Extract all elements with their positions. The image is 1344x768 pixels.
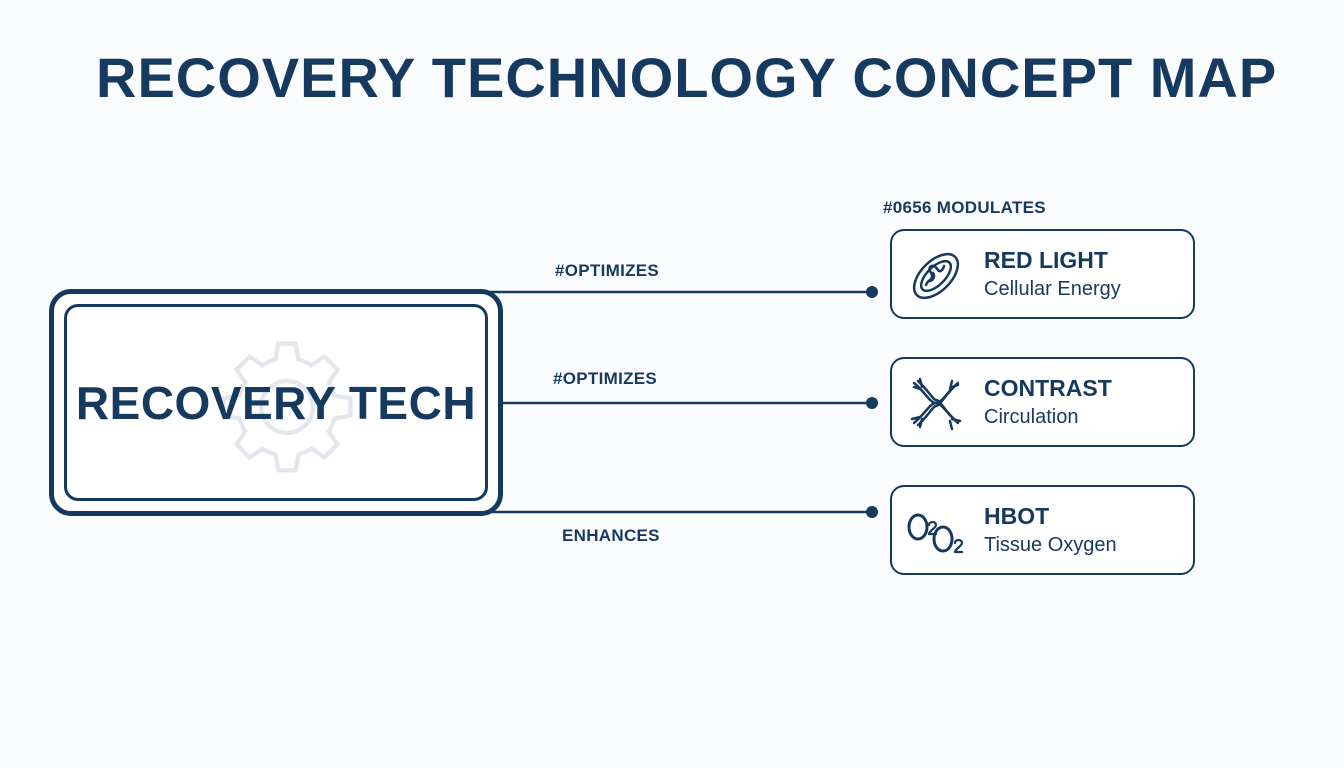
header-note-label: #0656 MODULATES bbox=[883, 198, 1046, 217]
node-hbot-subtitle: Tissue Oxygen bbox=[984, 534, 1117, 556]
connector-dot-hbot bbox=[866, 506, 878, 518]
connector-dot-contrast bbox=[866, 397, 878, 409]
node-hbot: HBOT Tissue Oxygen bbox=[890, 485, 1195, 575]
node-contrast: CONTRAST Circulation bbox=[890, 357, 1195, 447]
gear-icon bbox=[221, 341, 353, 473]
node-red-light-subtitle: Cellular Energy bbox=[984, 278, 1121, 300]
page-title: RECOVERY TECHNOLOGY CONCEPT MAP bbox=[96, 46, 1278, 109]
node-contrast-title: CONTRAST bbox=[984, 375, 1112, 401]
node-contrast-subtitle: Circulation bbox=[984, 406, 1079, 428]
connector-label-contrast: #OPTIMIZES bbox=[553, 369, 658, 388]
connector-dot-red-light bbox=[866, 286, 878, 298]
node-red-light: RED LIGHT Cellular Energy bbox=[890, 229, 1195, 319]
center-node-inner-frame: RECOVERY TECH bbox=[64, 304, 488, 501]
connector-label-hbot: ENHANCES bbox=[562, 526, 660, 545]
node-red-light-title: RED LIGHT bbox=[984, 247, 1108, 273]
vessels-icon bbox=[910, 377, 962, 431]
oxygen-icon bbox=[907, 513, 964, 554]
center-node: RECOVERY TECH bbox=[49, 289, 503, 516]
center-node-label: RECOVERY TECH bbox=[75, 376, 477, 429]
connector-label-red-light: #OPTIMIZES bbox=[555, 261, 660, 280]
node-hbot-title: HBOT bbox=[984, 503, 1050, 529]
mitochondria-icon bbox=[912, 252, 960, 300]
